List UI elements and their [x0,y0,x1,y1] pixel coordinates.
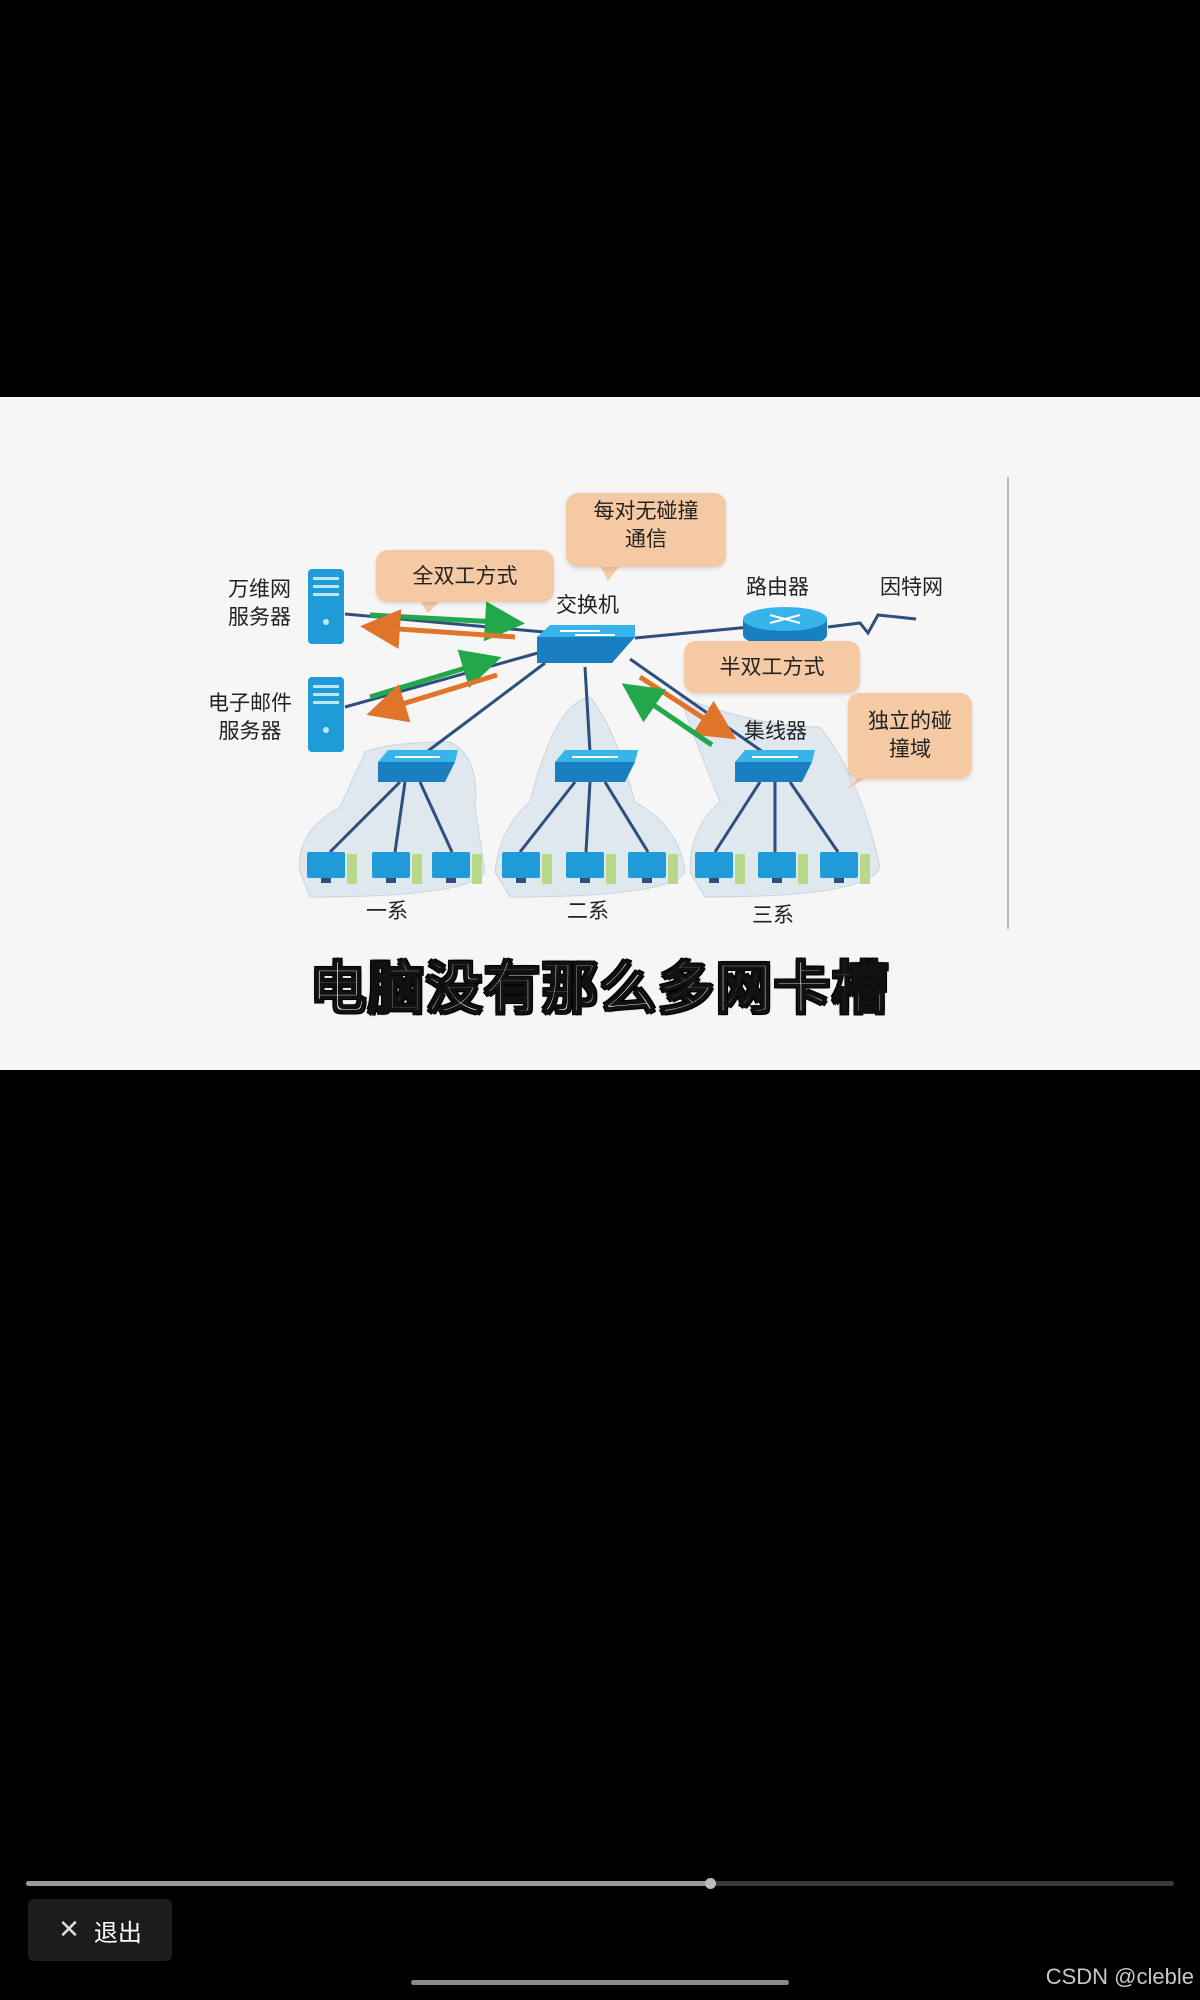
router-label: 路由器 [746,573,809,601]
dept2-label: 二系 [567,897,609,925]
progress-bar[interactable] [26,1881,1174,1886]
hub-icon-dept2 [555,750,638,782]
collision-domain-bubble: 独立的碰 撞域 [848,693,972,779]
home-indicator [411,1980,789,1985]
close-icon: ✕ [58,1915,80,1945]
mail-server-label: 电子邮件 服务器 [208,689,292,745]
web-server-label: 万维网 服务器 [228,575,291,631]
video-subtitle: 电脑没有那么多网卡槽 [0,944,1200,1025]
video-frame[interactable]: 万维网 服务器 电子邮件 服务器 交换机 路由器 因特网 集线器 一系 二系 三… [0,397,1200,1070]
switch-icon [537,625,635,663]
exit-button[interactable]: ✕ 退出 [28,1899,172,1961]
dept3-label: 三系 [752,901,794,929]
hub-icon-dept3 [735,750,815,782]
switch-label: 交换机 [556,591,619,619]
mail-server-icon [308,677,344,752]
hub-label: 集线器 [744,717,807,745]
hub-icon-dept1 [378,750,458,782]
progress-fill [26,1881,710,1886]
internet-label: 因特网 [880,573,943,601]
exit-label: 退出 [94,1913,142,1948]
no-collision-bubble: 每对无碰撞 通信 [566,493,726,567]
csdn-watermark: CSDN @cleble [1046,1964,1194,1990]
web-server-icon [308,569,344,644]
half-duplex-bubble: 半双工方式 [684,641,860,693]
full-duplex-bubble: 全双工方式 [376,550,554,602]
dept1-label: 一系 [366,897,408,925]
progress-knob[interactable] [705,1878,716,1889]
